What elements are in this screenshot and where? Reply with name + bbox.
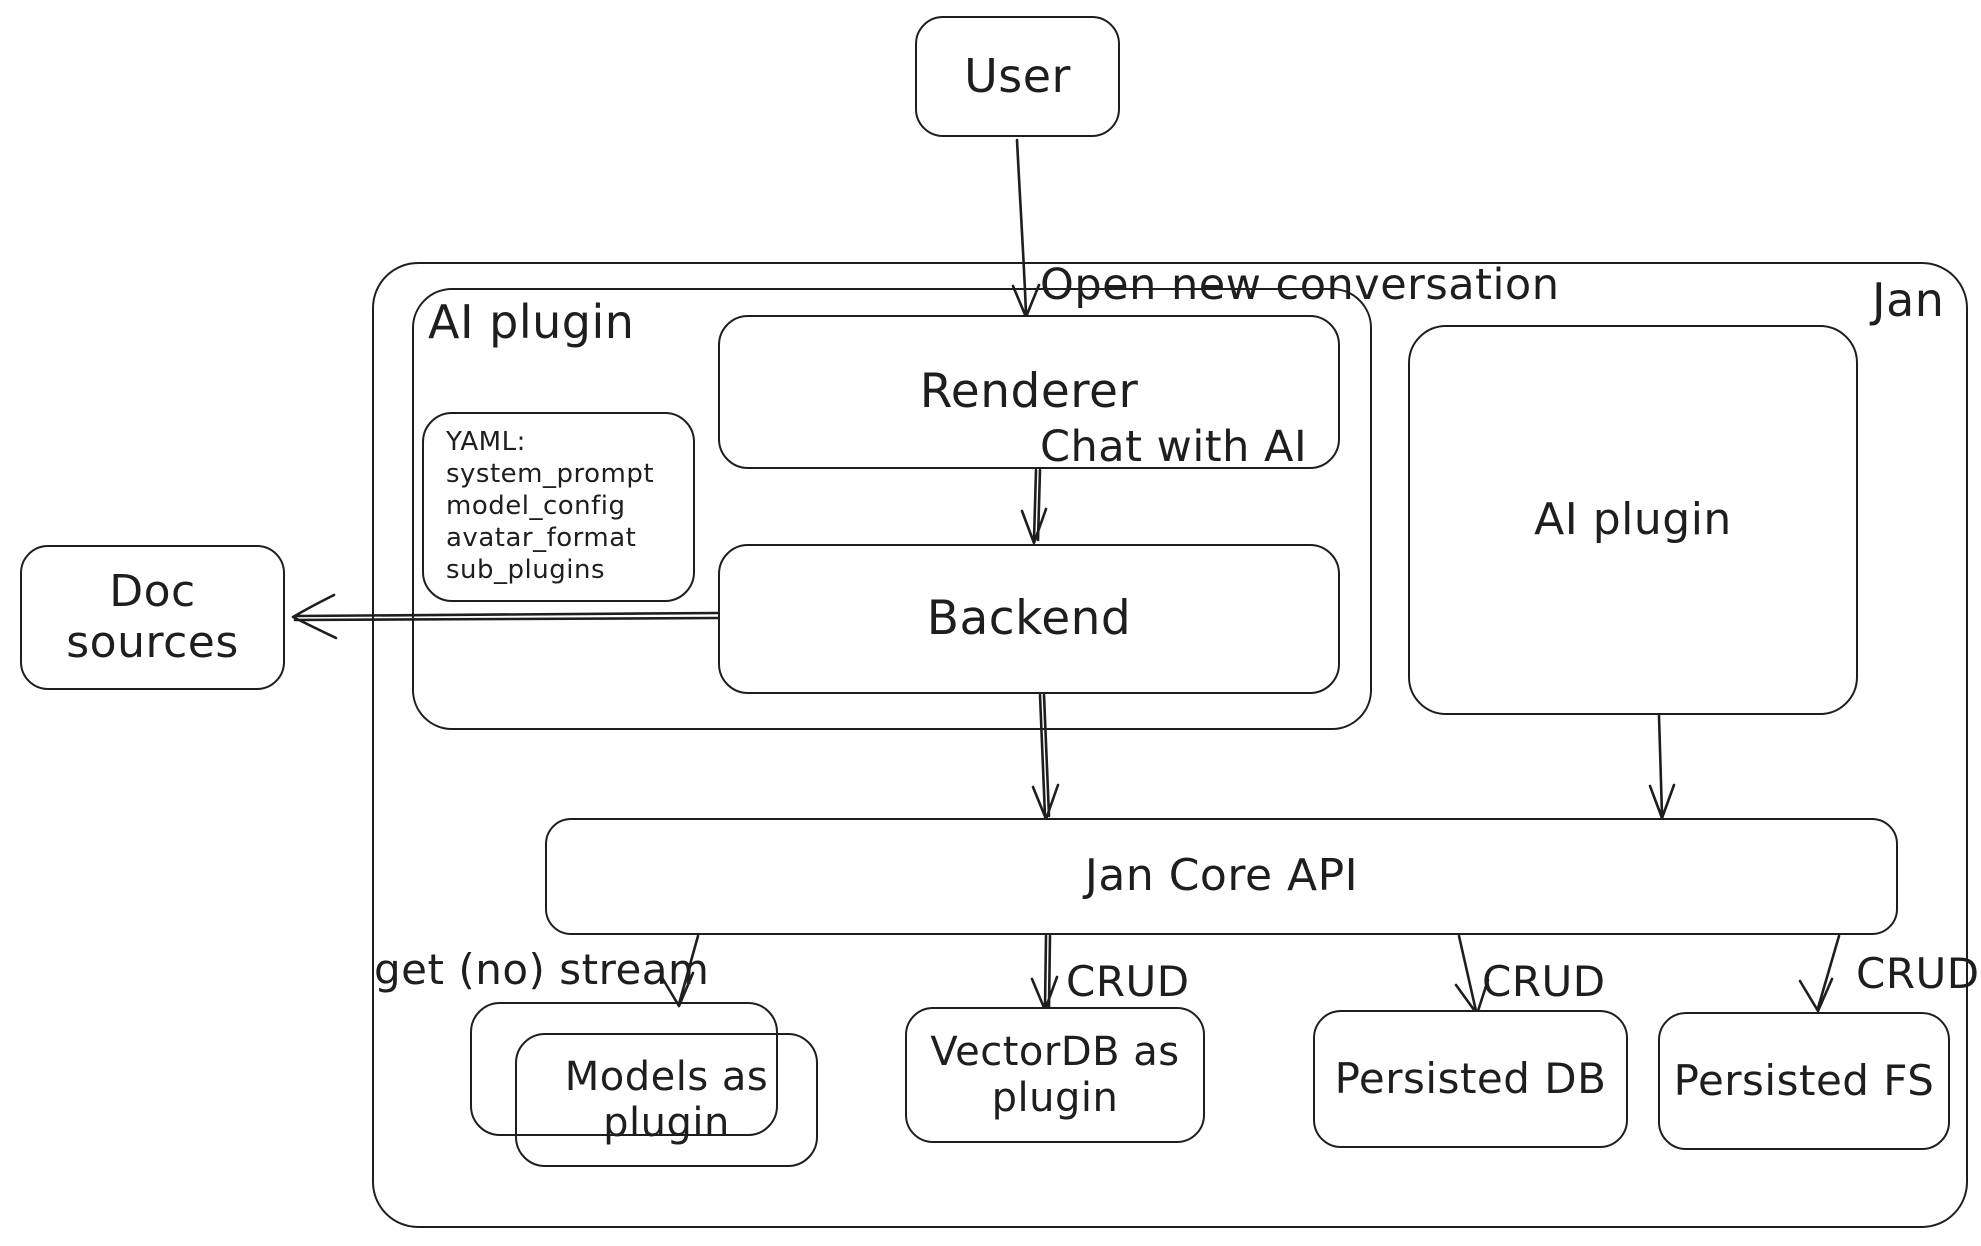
models-plugin-back-box[interactable]	[470, 1002, 778, 1136]
jan-core-api-node-label: Jan Core API	[1084, 850, 1359, 902]
yaml-note-line: model_config	[446, 491, 626, 521]
yaml-note-line: system_prompt	[446, 459, 655, 489]
jan-container-label: Jan	[1872, 273, 1945, 327]
yaml-note-line: avatar_format	[446, 523, 637, 553]
persisted-db-node-label: Persisted DB	[1334, 1053, 1607, 1103]
jan-container[interactable]	[372, 262, 1968, 1228]
renderer-node-label: Renderer	[919, 363, 1139, 419]
edge-label-open-conversation-line1: Open new conversation	[1040, 260, 1560, 310]
edge-label-get-no-stream[interactable]: get (no) stream	[374, 945, 710, 994]
edge-label-crud-persisted-fs[interactable]: CRUD	[1856, 949, 1980, 998]
models-plugin-node-label: Models as plugin	[564, 1054, 769, 1146]
ai-plugin-left-container[interactable]	[412, 288, 1372, 730]
doc-sources-node-label: Doc sources	[66, 565, 239, 668]
vector-db-node[interactable]: VectorDB as plugin	[905, 1007, 1205, 1143]
vector-db-node-label: VectorDB as plugin	[930, 1029, 1180, 1121]
renderer-node[interactable]: Renderer	[718, 315, 1340, 469]
doc-sources-node[interactable]: Doc sources	[20, 545, 285, 690]
edge-label-crud-persisted-db[interactable]: CRUD	[1482, 957, 1606, 1006]
backend-node[interactable]: Backend	[718, 544, 1340, 694]
persisted-db-node[interactable]: Persisted DB	[1313, 1010, 1628, 1148]
edge-label-open-conversation-line2: Chat with AI	[1040, 422, 1308, 472]
yaml-note-line: sub_plugins	[446, 555, 605, 585]
user-node-label: User	[964, 49, 1071, 104]
ai-plugin-left-label: AI plugin	[428, 295, 635, 349]
ai-plugin-right-node-label: AI plugin	[1534, 493, 1732, 545]
ai-plugin-right-node[interactable]: AI plugin	[1408, 325, 1858, 715]
persisted-fs-node-label: Persisted FS	[1673, 1055, 1935, 1105]
user-node[interactable]: User	[915, 16, 1120, 137]
yaml-note-line: YAML:	[446, 427, 526, 457]
backend-node-label: Backend	[926, 590, 1132, 646]
jan-core-api-node[interactable]: Jan Core API	[545, 818, 1898, 935]
edge-label-open-conversation[interactable]: Open new conversation Chat with AI	[1040, 150, 1559, 582]
models-plugin-node[interactable]: Models as plugin	[515, 1033, 818, 1167]
yaml-note[interactable]: YAML: system_prompt model_config avatar_…	[422, 412, 695, 602]
persisted-fs-node[interactable]: Persisted FS	[1658, 1012, 1950, 1150]
edge-label-crud-vectordb[interactable]: CRUD	[1066, 957, 1190, 1006]
